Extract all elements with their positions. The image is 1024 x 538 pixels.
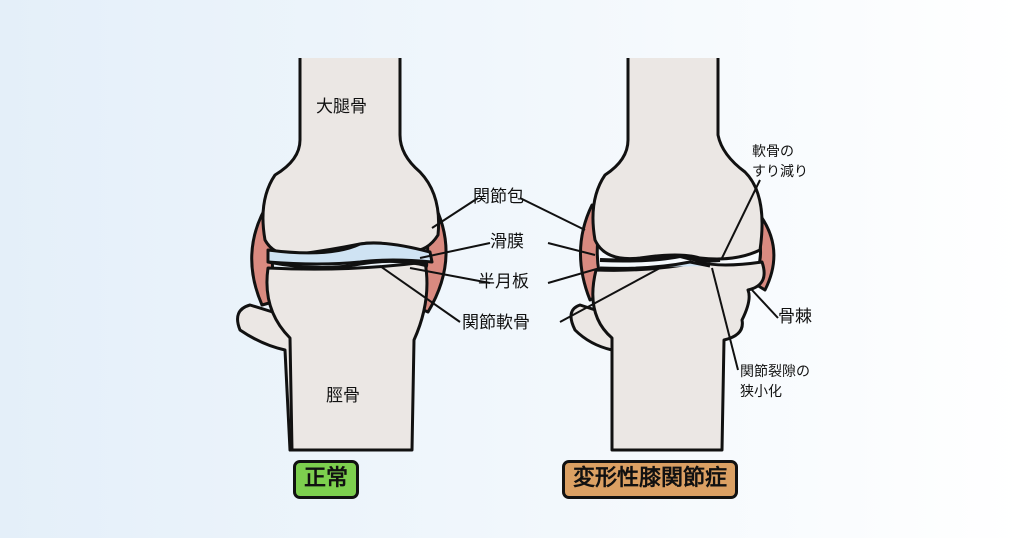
normal-fibula — [236, 303, 307, 452]
label-osteophyte: 骨棘 — [778, 307, 812, 327]
normal-tibia — [265, 260, 429, 452]
label-synovium: 滑膜 — [490, 232, 524, 252]
label-cartilage-wear-1: 軟骨の — [752, 144, 794, 160]
label-femur: 大腿骨 — [316, 97, 367, 117]
label-joint-space-narrowing-2: 狭小化 — [740, 384, 782, 400]
label-tibia: 脛骨 — [326, 386, 360, 406]
label-meniscus: 半月板 — [478, 272, 529, 292]
normal-meniscus — [267, 259, 429, 270]
leader-lines — [379, 179, 779, 371]
normal-femur — [261, 58, 441, 257]
label-joint-capsule: 関節包 — [473, 187, 524, 207]
badge-normal: 正常 — [293, 460, 360, 499]
oa-meniscus — [599, 260, 711, 270]
label-cartilage-wear-2: すり減り — [752, 164, 808, 180]
label-articular-cartilage: 関節軟骨 — [462, 313, 530, 333]
oa-cartilage — [599, 254, 721, 263]
label-joint-space-narrowing-1: 関節裂隙の — [740, 364, 810, 380]
normal-cartilage — [266, 241, 434, 266]
badge-osteoarthritis: 変形性膝関節症 — [562, 460, 739, 499]
